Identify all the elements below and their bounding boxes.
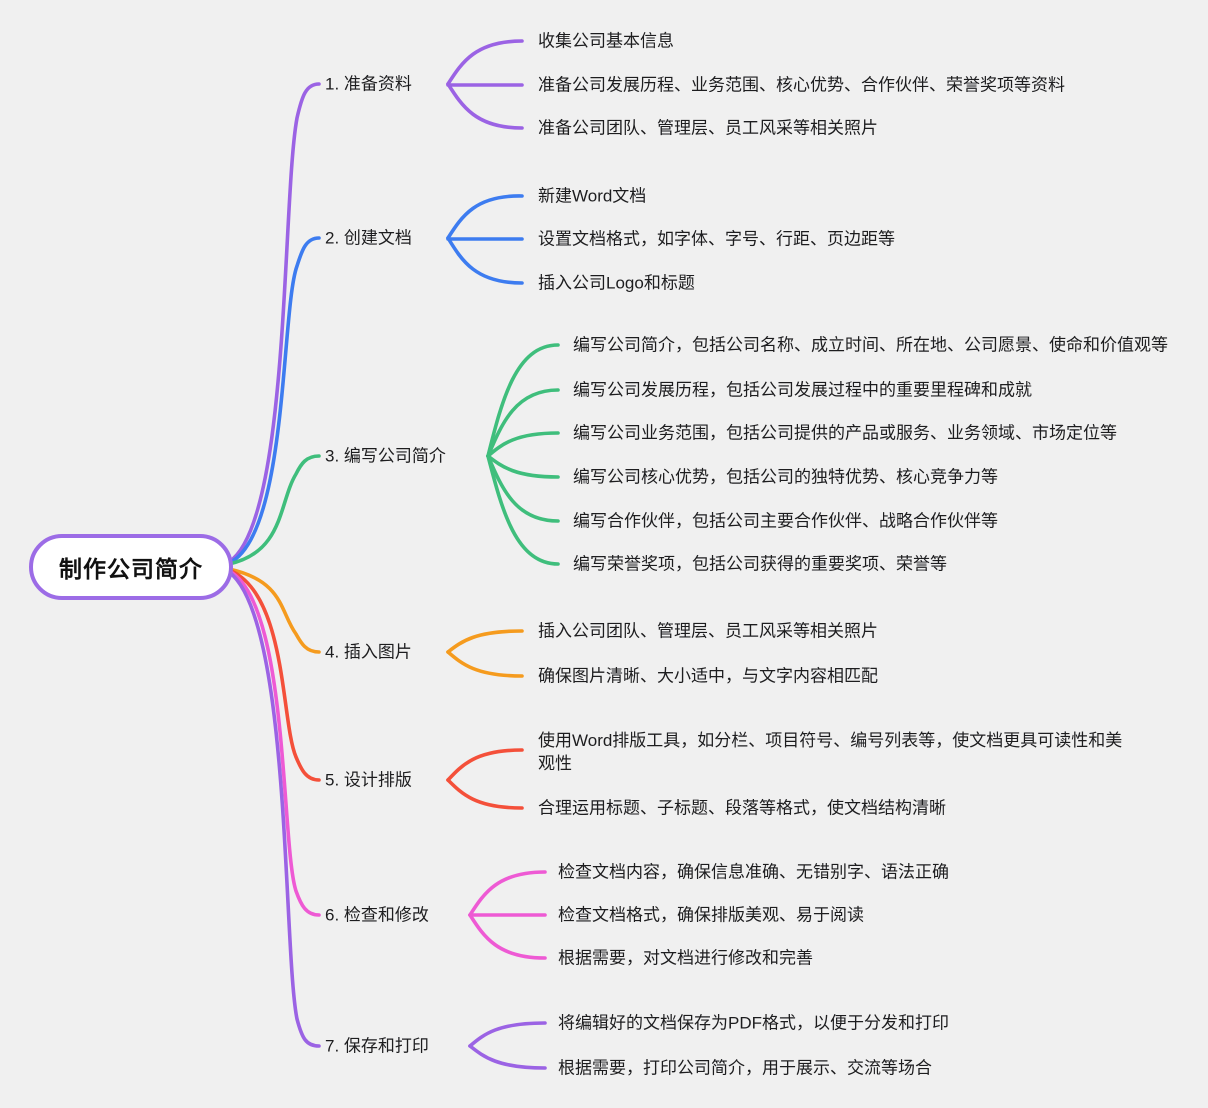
branch-6-child-1[interactable]: 检查文档内容，确保信息准确、无错别字、语法正确 [558,862,949,882]
branch-4-child-2[interactable]: 确保图片清晰、大小适中，与文字内容相匹配 [538,666,878,686]
branch-3-child-5[interactable]: 编写合作伙伴，包括公司主要合作伙伴、战略合作伙伴等 [573,511,998,531]
branch-1-child-1[interactable]: 收集公司基本信息 [538,31,674,51]
fork-arm [468,1021,547,1048]
branch-label-3[interactable]: 3. 编写公司简介 [325,446,446,466]
branch-label-5[interactable]: 5. 设计排版 [325,770,412,790]
fork-arm [468,913,547,960]
fork-arm [446,39,524,86]
branch-5-child-1[interactable]: 使用Word排版工具，如分栏、项目符号、编号列表等，使文档更具可读性和美观性 [538,731,1123,773]
branch-7-child-2[interactable]: 根据需要，打印公司简介，用于展示、交流等场合 [558,1058,932,1078]
fork-arm [446,748,524,782]
fork-arm [486,343,560,458]
fork-arm [468,1044,547,1070]
branch-label-6[interactable]: 6. 检查和修改 [325,905,429,925]
fork-arm [486,454,560,566]
branch-curve [227,570,321,1048]
branch-4-connectors [227,567,524,678]
branch-4-child-1[interactable]: 插入公司团队、管理层、员工风采等相关照片 [538,621,878,641]
fork-arm [486,454,560,479]
branch-6-connectors [227,569,547,960]
fork-arm [446,778,524,810]
branch-3-child-4[interactable]: 编写公司核心优势，包括公司的独特优势、核心竞争力等 [573,467,998,487]
fork-arm [486,388,560,458]
branch-curve [227,454,321,566]
branch-5-child-2[interactable]: 合理运用标题、子标题、段落等格式，使文档结构清晰 [538,798,946,818]
branch-curve [227,568,321,782]
branch-curve [227,82,321,564]
branch-curve [227,569,321,917]
branch-7-child-1[interactable]: 将编辑好的文档保存为PDF格式，以便于分发和打印 [558,1013,949,1033]
fork-arm [468,870,547,917]
branch-1-child-3[interactable]: 准备公司团队、管理层、员工风采等相关照片 [538,118,878,138]
branch-label-7[interactable]: 7. 保存和打印 [325,1036,429,1056]
branch-3-child-2[interactable]: 编写公司发展历程，包括公司发展过程中的重要里程碑和成就 [573,380,1032,400]
branch-2-connectors [227,194,524,565]
root-node-pill[interactable] [29,534,233,600]
root-node-label[interactable]: 制作公司简介 [59,556,203,582]
branch-2-child-2[interactable]: 设置文档格式，如字体、字号、行距、页边距等 [538,229,895,249]
fork-arm [446,82,524,130]
fork-arm [446,236,524,285]
branch-label-4[interactable]: 4. 插入图片 [325,642,412,662]
branch-curve [227,236,321,565]
branch-5-connectors [227,568,524,810]
fork-arm [446,194,524,240]
branch-6-child-3[interactable]: 根据需要，对文档进行修改和完善 [558,948,813,968]
branch-3-connectors [227,343,560,566]
branch-label-2[interactable]: 2. 创建文档 [325,228,412,248]
fork-arm [446,650,524,678]
branch-label-1[interactable]: 1. 准备资料 [325,74,412,94]
branch-3-child-6[interactable]: 编写荣誉奖项，包括公司获得的重要奖项、荣誉等 [573,554,947,574]
branch-1-child-2[interactable]: 准备公司发展历程、业务范围、核心优势、合作伙伴、荣誉奖项等资料 [538,75,1065,95]
branch-6-child-2[interactable]: 检查文档格式，确保排版美观、易于阅读 [558,905,864,925]
branch-3-child-1[interactable]: 编写公司简介，包括公司名称、成立时间、所在地、公司愿景、使命和价值观等 [573,335,1168,355]
fork-arm [486,431,560,458]
branch-1-connectors [227,39,524,564]
branch-2-child-3[interactable]: 插入公司Logo和标题 [538,273,695,293]
branch-curve [227,567,321,654]
fork-arm [446,629,524,654]
branch-7-connectors [227,570,547,1070]
branch-3-child-3[interactable]: 编写公司业务范围，包括公司提供的产品或服务、业务领域、市场定位等 [573,423,1117,443]
branch-2-child-1[interactable]: 新建Word文档 [538,186,647,206]
